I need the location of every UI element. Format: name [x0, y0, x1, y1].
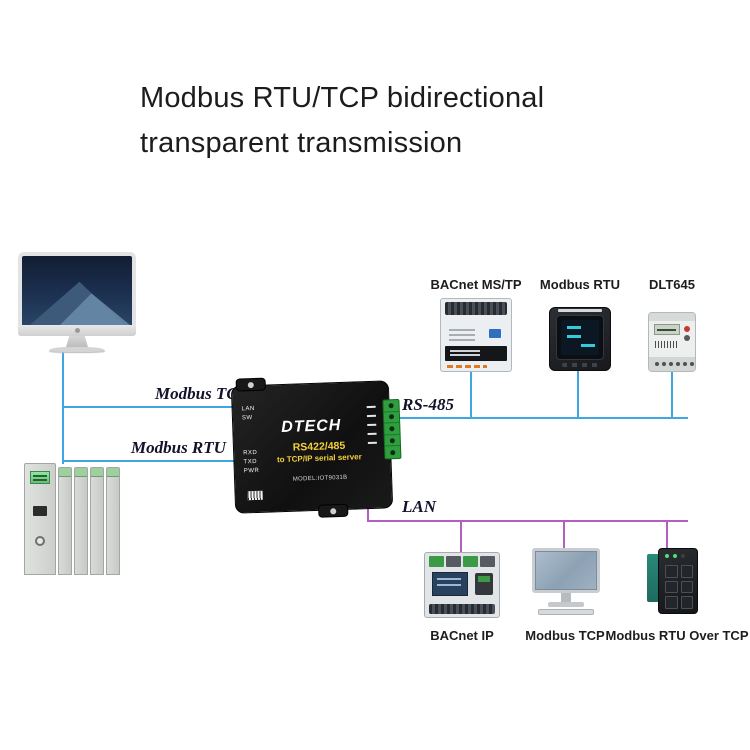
page-title: Modbus RTU/TCP bidirectional transparent… — [140, 76, 544, 166]
meter-lcd — [654, 324, 680, 335]
controller-screen — [432, 572, 468, 596]
led-label-lan: LAN — [241, 405, 255, 413]
meter-seal-button — [684, 326, 690, 332]
rs485-drop-bacnet-mstp — [470, 372, 472, 418]
gateway-model-number: MODEL:IOT9031B — [292, 474, 348, 483]
switch-status-leds — [665, 554, 669, 558]
black-label-band — [445, 346, 507, 361]
plc-rack-illustration — [24, 463, 124, 575]
dlt645-meter — [648, 312, 696, 372]
led-label-pwr: PWR — [243, 467, 260, 475]
imac-stand-neck — [66, 336, 88, 347]
modbus-rtu-line — [62, 460, 238, 462]
top-connector-row — [429, 556, 495, 567]
modbus-tcp-line-label: Modbus TCP — [155, 384, 249, 403]
lan-drop-modbus-tcp — [563, 520, 565, 550]
bacnet-mstp-label: BACnet MS/TP — [430, 277, 522, 292]
meter-top-band — [649, 313, 695, 321]
plc-module-cap — [59, 468, 71, 477]
terminal-pin-labels — [366, 405, 377, 445]
monitor-neck — [561, 593, 571, 602]
lan-drop-switch — [666, 520, 668, 550]
rs485-line-label: RS-485 — [402, 395, 454, 414]
plc-comm-port — [33, 506, 47, 516]
modbus-rtu-over-tcp-label: Modbus RTU Over TCP — [605, 628, 749, 643]
dlt645-label: DLT645 — [649, 277, 695, 292]
bottom-connector-comb — [429, 604, 495, 614]
lan-bus-line — [367, 520, 688, 522]
rs485-terminal-block — [382, 398, 402, 460]
lan-line-label: LAN — [402, 497, 436, 516]
modbus-rtu-over-tcp-switch — [645, 548, 703, 618]
mounting-ear-bottom — [318, 503, 349, 518]
terminal-cell — [385, 446, 400, 458]
panel-lip — [558, 309, 602, 312]
plc-cpu-module — [24, 463, 56, 575]
imac-chin — [18, 325, 136, 336]
modbus-rtu-meter — [549, 307, 611, 371]
terminal-cell — [383, 411, 400, 424]
lan-riser-line — [367, 508, 369, 522]
blue-chip-label — [489, 329, 501, 338]
lan-drop-bacnet-ip — [460, 520, 462, 553]
modbus-rtu-meter-label: Modbus RTU — [539, 277, 621, 292]
monitor-base — [548, 602, 584, 607]
modbus-tcp-line — [62, 406, 238, 408]
terminal-cell — [384, 423, 400, 436]
imac-stand-base — [49, 347, 105, 352]
plc-io-module — [90, 467, 104, 575]
rs485-bus-line — [396, 417, 688, 419]
bacnet-ip-device — [424, 552, 500, 618]
ethernet-ports — [665, 565, 693, 609]
plc-io-module — [74, 467, 88, 575]
bacnet-mstp-device — [440, 298, 512, 372]
rs485-drop-dlt645 — [671, 372, 673, 418]
print-lines — [449, 329, 475, 331]
meter-terminal-cover — [649, 357, 695, 371]
switch-body — [658, 548, 698, 614]
imac-screen — [18, 252, 136, 325]
mounting-ear-top — [235, 377, 267, 392]
terminal-cell — [383, 399, 399, 413]
bacnet-ip-label: BACnet IP — [430, 628, 494, 643]
orange-print-marks — [447, 365, 487, 368]
meter-bezel — [556, 315, 604, 360]
meter-barcode — [655, 341, 679, 348]
terminal-comb — [445, 302, 507, 315]
serial-server-device: LAN SW RXD TXD PWR DTECH RS422/485 to TC… — [230, 377, 402, 518]
modbus-rtu-line-label: Modbus RTU — [131, 438, 226, 457]
imac-logo-dot — [75, 328, 80, 333]
title-line-1: Modbus RTU/TCP bidirectional — [140, 82, 545, 114]
side-module — [475, 573, 493, 595]
modbus-tcp-computer-label: Modbus TCP — [525, 628, 605, 643]
plc-io-module — [58, 467, 72, 575]
plc-module-cap — [91, 468, 103, 477]
terminal-cell — [384, 434, 401, 447]
host-computer-illustration — [18, 252, 136, 352]
monitor-screen — [532, 548, 600, 593]
din-rail-clip — [647, 554, 659, 602]
title-line-2: transparent transmission — [140, 127, 463, 159]
mounting-hole — [330, 507, 337, 514]
plc-lcd-screen — [30, 471, 50, 484]
plc-round-connector — [35, 536, 45, 546]
plc-module-cap — [107, 468, 119, 477]
barcode-label — [244, 488, 266, 503]
meter-buttons — [562, 363, 600, 367]
plc-module-cap — [75, 468, 87, 477]
plc-io-module — [106, 467, 120, 575]
rs485-drop-modbus-rtu — [577, 370, 579, 418]
keyboard — [538, 609, 594, 615]
modbus-tcp-computer — [530, 548, 602, 620]
mounting-hole — [247, 381, 254, 388]
meter-display — [561, 320, 599, 355]
